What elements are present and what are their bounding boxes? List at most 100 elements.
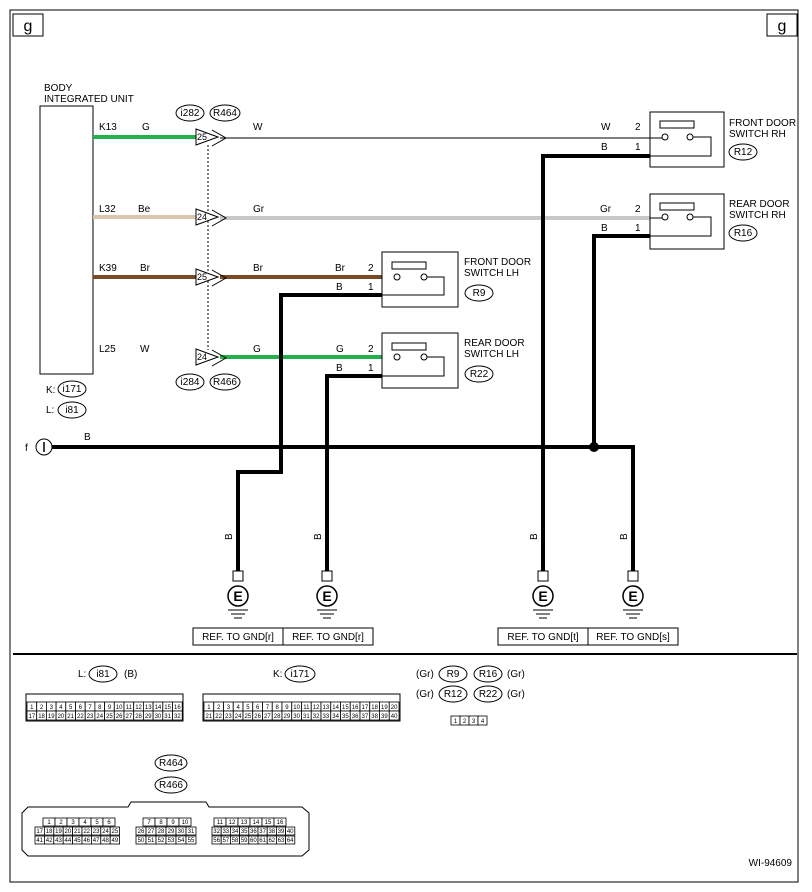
pin-k-bottom-label: 32 — [313, 714, 320, 720]
pin-k-bottom-cell — [388, 710, 400, 721]
legend-r-conn-a: R464 — [159, 758, 183, 769]
pin-r-g2-bot-label: 50 — [138, 838, 145, 844]
pin-r-g1-top-label: 6 — [107, 820, 111, 826]
pin-r-g3-mid-label: 35 — [241, 829, 248, 835]
unit-conn-k-label: K: — [46, 385, 55, 396]
gnd-4-symbol: E — [628, 588, 637, 604]
pin-r-g3-top-label: 12 — [229, 820, 236, 826]
corner-box-right — [766, 13, 798, 37]
wire-2-pin: L32 — [99, 204, 116, 215]
pin-r-g1-bot-label: 44 — [65, 838, 72, 844]
pin-r-g3-top-label: 16 — [277, 820, 284, 826]
wire-1-out-color: W — [253, 122, 263, 133]
wire-4-color: W — [140, 344, 150, 355]
pin-k-top-label: 9 — [285, 705, 289, 711]
gnd-1-color: B — [224, 533, 235, 540]
pin-l-bottom-label: 28 — [135, 714, 142, 720]
gnd-4-ref: REF. TO GND[s] — [596, 632, 670, 643]
switch-rear-lh-title-1: REAR DOOR — [464, 338, 525, 349]
switch-front-lh-contact-a — [393, 273, 401, 281]
pin-r-g1-mid-label: 17 — [36, 829, 43, 835]
pin-k-top-label: 4 — [236, 705, 240, 711]
pin-k-bottom-label: 22 — [215, 714, 222, 720]
gnd-3-symbol: E — [538, 588, 547, 604]
switch-rear-lh-title-2: SWITCH LH — [464, 349, 519, 360]
pin-k-bottom-label: 25 — [245, 714, 252, 720]
pin-r-g2-top-label: 9 — [171, 820, 175, 826]
switch-front-lh-lead-b — [382, 276, 445, 296]
pin-l-top-label: 15 — [164, 705, 171, 711]
legend-l-color: (B) — [124, 669, 137, 680]
pin-k-bottom-label: 30 — [293, 714, 300, 720]
pin-r-g3-mid-label: 40 — [287, 829, 294, 835]
pin-l-bottom-label: 23 — [87, 714, 94, 720]
pin-r-g1-top-label: 1 — [47, 820, 51, 826]
pin-l-top-label: 4 — [59, 705, 63, 711]
pin-r-g3-bot-label: 56 — [213, 838, 220, 844]
switch-rear-rh — [649, 193, 725, 250]
pin-r-g1-bot-label: 49 — [112, 838, 119, 844]
legend-sw-color-a: (Gr) — [416, 669, 434, 680]
pin-sw-label: 4 — [481, 719, 485, 725]
switch-front-lh-contact-b — [420, 273, 428, 281]
wire-3-color: Br — [140, 263, 151, 274]
switch-front-rh — [649, 111, 725, 168]
pin-r-g2-mid-label: 29 — [168, 829, 175, 835]
pin-r-g1-bot-label: 42 — [46, 838, 53, 844]
legend-sw-color-b: (Gr) — [507, 669, 525, 680]
legend-sw-c2-oval — [473, 665, 503, 683]
switch-front-lh-gnd-pin: 1 — [368, 282, 374, 293]
gnd-wire-rear-lh — [325, 374, 382, 573]
pin-l-bottom-cell — [172, 710, 183, 721]
pin-l-top-label: 6 — [79, 705, 83, 711]
pin-l-bottom-label: 30 — [155, 714, 162, 720]
ground-symbol-3: E — [532, 570, 554, 619]
gnd-bus-color: B — [84, 432, 91, 443]
legend-l-conn: i81 — [96, 669, 110, 680]
pin-r-g2-bot-cell — [185, 835, 197, 845]
pin-l-top-label: 2 — [40, 705, 44, 711]
switch-rear-lh-conn-oval — [464, 365, 494, 383]
pin-l-top-label: 5 — [69, 705, 73, 711]
pin-k-top-label: 8 — [275, 705, 279, 711]
pin-r-g2-bot-label: 55 — [188, 838, 195, 844]
switch-front-rh-gnd-color: B — [601, 142, 608, 153]
gnd-3-color: B — [529, 533, 540, 540]
pin-r-g3-top-label: 13 — [241, 820, 248, 826]
pin-k-bottom-label: 36 — [352, 714, 359, 720]
switch-front-rh-conn-oval — [728, 143, 758, 161]
switch-front-lh-conn-oval — [464, 284, 494, 302]
pin-r-g1-mid-label: 22 — [83, 829, 90, 835]
junction-2-chevron — [211, 209, 228, 227]
pin-l-top-label: 7 — [88, 705, 92, 711]
pin-l-bottom-label: 32 — [174, 714, 181, 720]
junction-1 — [195, 128, 220, 146]
pin-k-top-label: 3 — [227, 705, 231, 711]
switch-rear-lh-contact-b — [420, 353, 428, 361]
junction-2-pin: 24 — [197, 212, 207, 222]
pin-k-bottom-label: 28 — [274, 714, 281, 720]
pin-r-g1-mid-label: 24 — [102, 829, 109, 835]
wire-4-sw-pin: 2 — [368, 344, 374, 355]
pin-k-bottom-label: 40 — [391, 714, 398, 720]
pin-r-g3-mid-label: 36 — [250, 829, 257, 835]
gnd-bus — [50, 445, 635, 573]
switch-front-lh — [381, 251, 459, 308]
conn-bottom-b-oval — [209, 373, 241, 391]
switch-rear-lh-contact-a — [393, 353, 401, 361]
pin-l-bottom-label: 18 — [38, 714, 45, 720]
legend-l-conn-oval — [88, 665, 118, 683]
pin-r-g3-mid-label: 33 — [222, 829, 229, 835]
pin-sw-label: 2 — [463, 719, 467, 725]
pin-l-bottom-label: 17 — [29, 714, 36, 720]
pin-r-g3-bot-label: 58 — [232, 838, 239, 844]
pin-r-g2-mid-label: 28 — [158, 829, 165, 835]
pin-r-g1-bot-label: 43 — [55, 838, 62, 844]
unit-conn-k: i171 — [63, 384, 82, 395]
junction-3-chevron — [211, 269, 228, 287]
pin-k-top-label: 20 — [391, 705, 398, 711]
switch-rear-lh-lead-b — [382, 356, 445, 377]
pin-k-top-label: 15 — [342, 705, 349, 711]
pin-l-top-label: 11 — [126, 705, 133, 711]
